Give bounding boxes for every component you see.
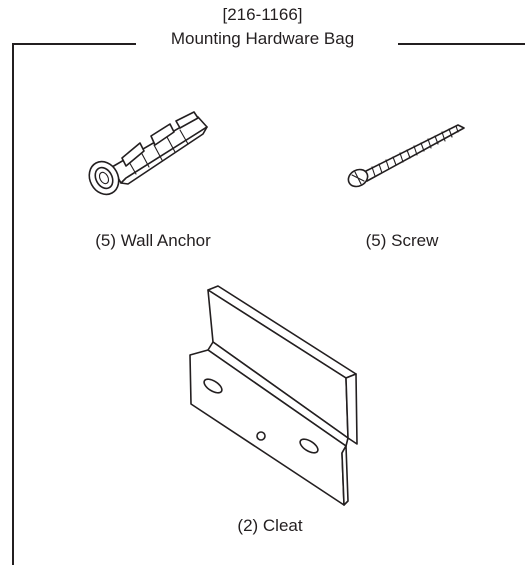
wall-anchor-icon — [88, 111, 208, 196]
part-number: [216-1166] — [222, 5, 303, 24]
frame-left-line — [12, 43, 14, 565]
frame-top-right-line — [398, 43, 525, 45]
cleat-label: (2) Cleat — [237, 516, 303, 535]
wall-anchor-label: (5) Wall Anchor — [95, 231, 211, 250]
hardware-bag-title: Mounting Hardware Bag — [170, 29, 355, 48]
frame-top-left-line — [12, 43, 136, 45]
screw-icon — [347, 124, 465, 188]
cleat-icon — [189, 285, 358, 506]
screw-label: (5) Screw — [365, 231, 439, 250]
